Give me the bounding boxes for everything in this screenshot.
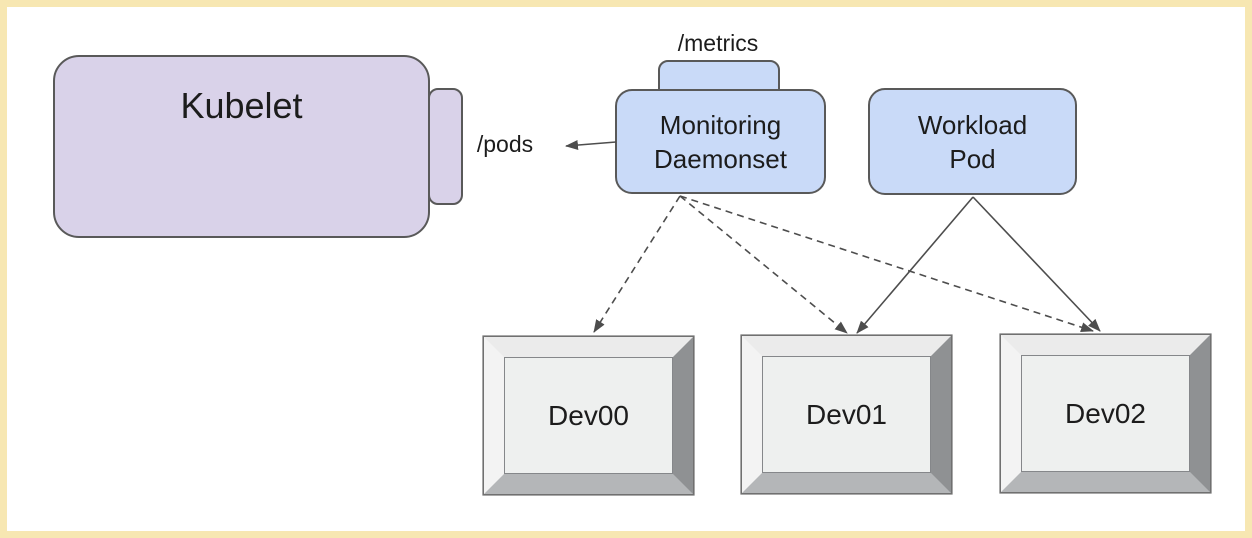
monitoring-daemonset-node: Monitoring Daemonset <box>615 89 826 194</box>
workload-pod-node: Workload Pod <box>868 88 1077 195</box>
metrics-endpoint-label: /metrics <box>677 30 759 56</box>
device-label-dev02: Dev02 <box>1065 397 1146 429</box>
device-face: Dev02 <box>1021 355 1190 472</box>
monitoring-daemonset-label: Monitoring Daemonset <box>654 108 787 176</box>
edge-monitoring-to-dev01 <box>679 195 848 334</box>
device-label-dev00: Dev00 <box>548 399 629 431</box>
kubelet-label: Kubelet <box>180 85 303 126</box>
edge-workload-to-dev02 <box>972 196 1101 332</box>
device-label-dev01: Dev01 <box>806 398 887 430</box>
device-node-dev02: Dev02 <box>1001 335 1210 492</box>
workload-label-line1: Workload <box>917 109 1028 140</box>
device-face: Dev01 <box>762 356 931 473</box>
workload-label-line2: Pod <box>949 143 996 174</box>
kubelet-node: Kubelet <box>53 55 430 238</box>
edge-workload-to-dev01 <box>856 196 974 334</box>
monitoring-label-line2: Daemonset <box>654 143 787 174</box>
device-node-dev01: Dev01 <box>742 336 951 493</box>
workload-pod-label: Workload Pod <box>918 108 1027 176</box>
edge-monitoring-to-pods <box>565 140 617 151</box>
monitoring-label-line1: Monitoring <box>659 109 782 140</box>
edge-monitoring-to-dev00 <box>593 195 681 333</box>
pods-endpoint-label: /pods <box>476 131 534 157</box>
edge-monitoring-to-dev02 <box>679 195 1094 333</box>
device-face: Dev00 <box>504 357 673 474</box>
device-node-dev00: Dev00 <box>484 337 693 494</box>
